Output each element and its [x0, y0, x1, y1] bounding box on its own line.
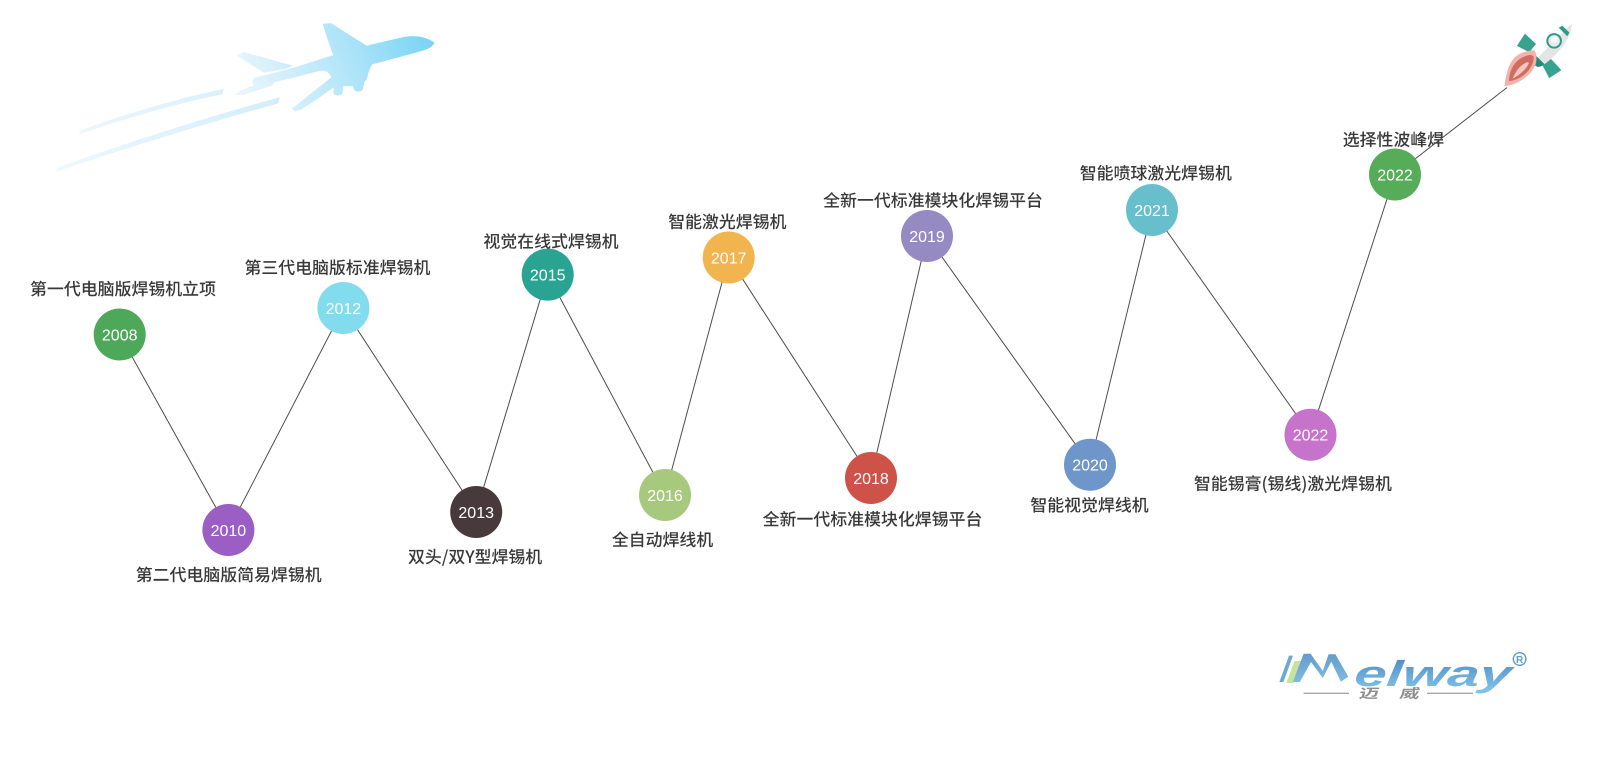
svg-text:2022: 2022	[1377, 167, 1413, 184]
svg-text:2015: 2015	[530, 268, 566, 285]
svg-text:2022: 2022	[1293, 428, 1329, 445]
svg-text:2020: 2020	[1072, 458, 1108, 475]
svg-text:2019: 2019	[909, 229, 945, 246]
svg-text:R: R	[1516, 655, 1524, 666]
svg-text:2010: 2010	[211, 523, 247, 540]
svg-text:2018: 2018	[853, 471, 889, 488]
svg-text:2008: 2008	[102, 327, 138, 344]
svg-text:2017: 2017	[711, 250, 747, 267]
svg-text:2016: 2016	[647, 488, 683, 505]
svg-text:2012: 2012	[326, 301, 362, 318]
svg-text:elway: elway	[1353, 653, 1517, 694]
svg-text:2013: 2013	[458, 505, 494, 522]
svg-text:2021: 2021	[1134, 203, 1170, 220]
